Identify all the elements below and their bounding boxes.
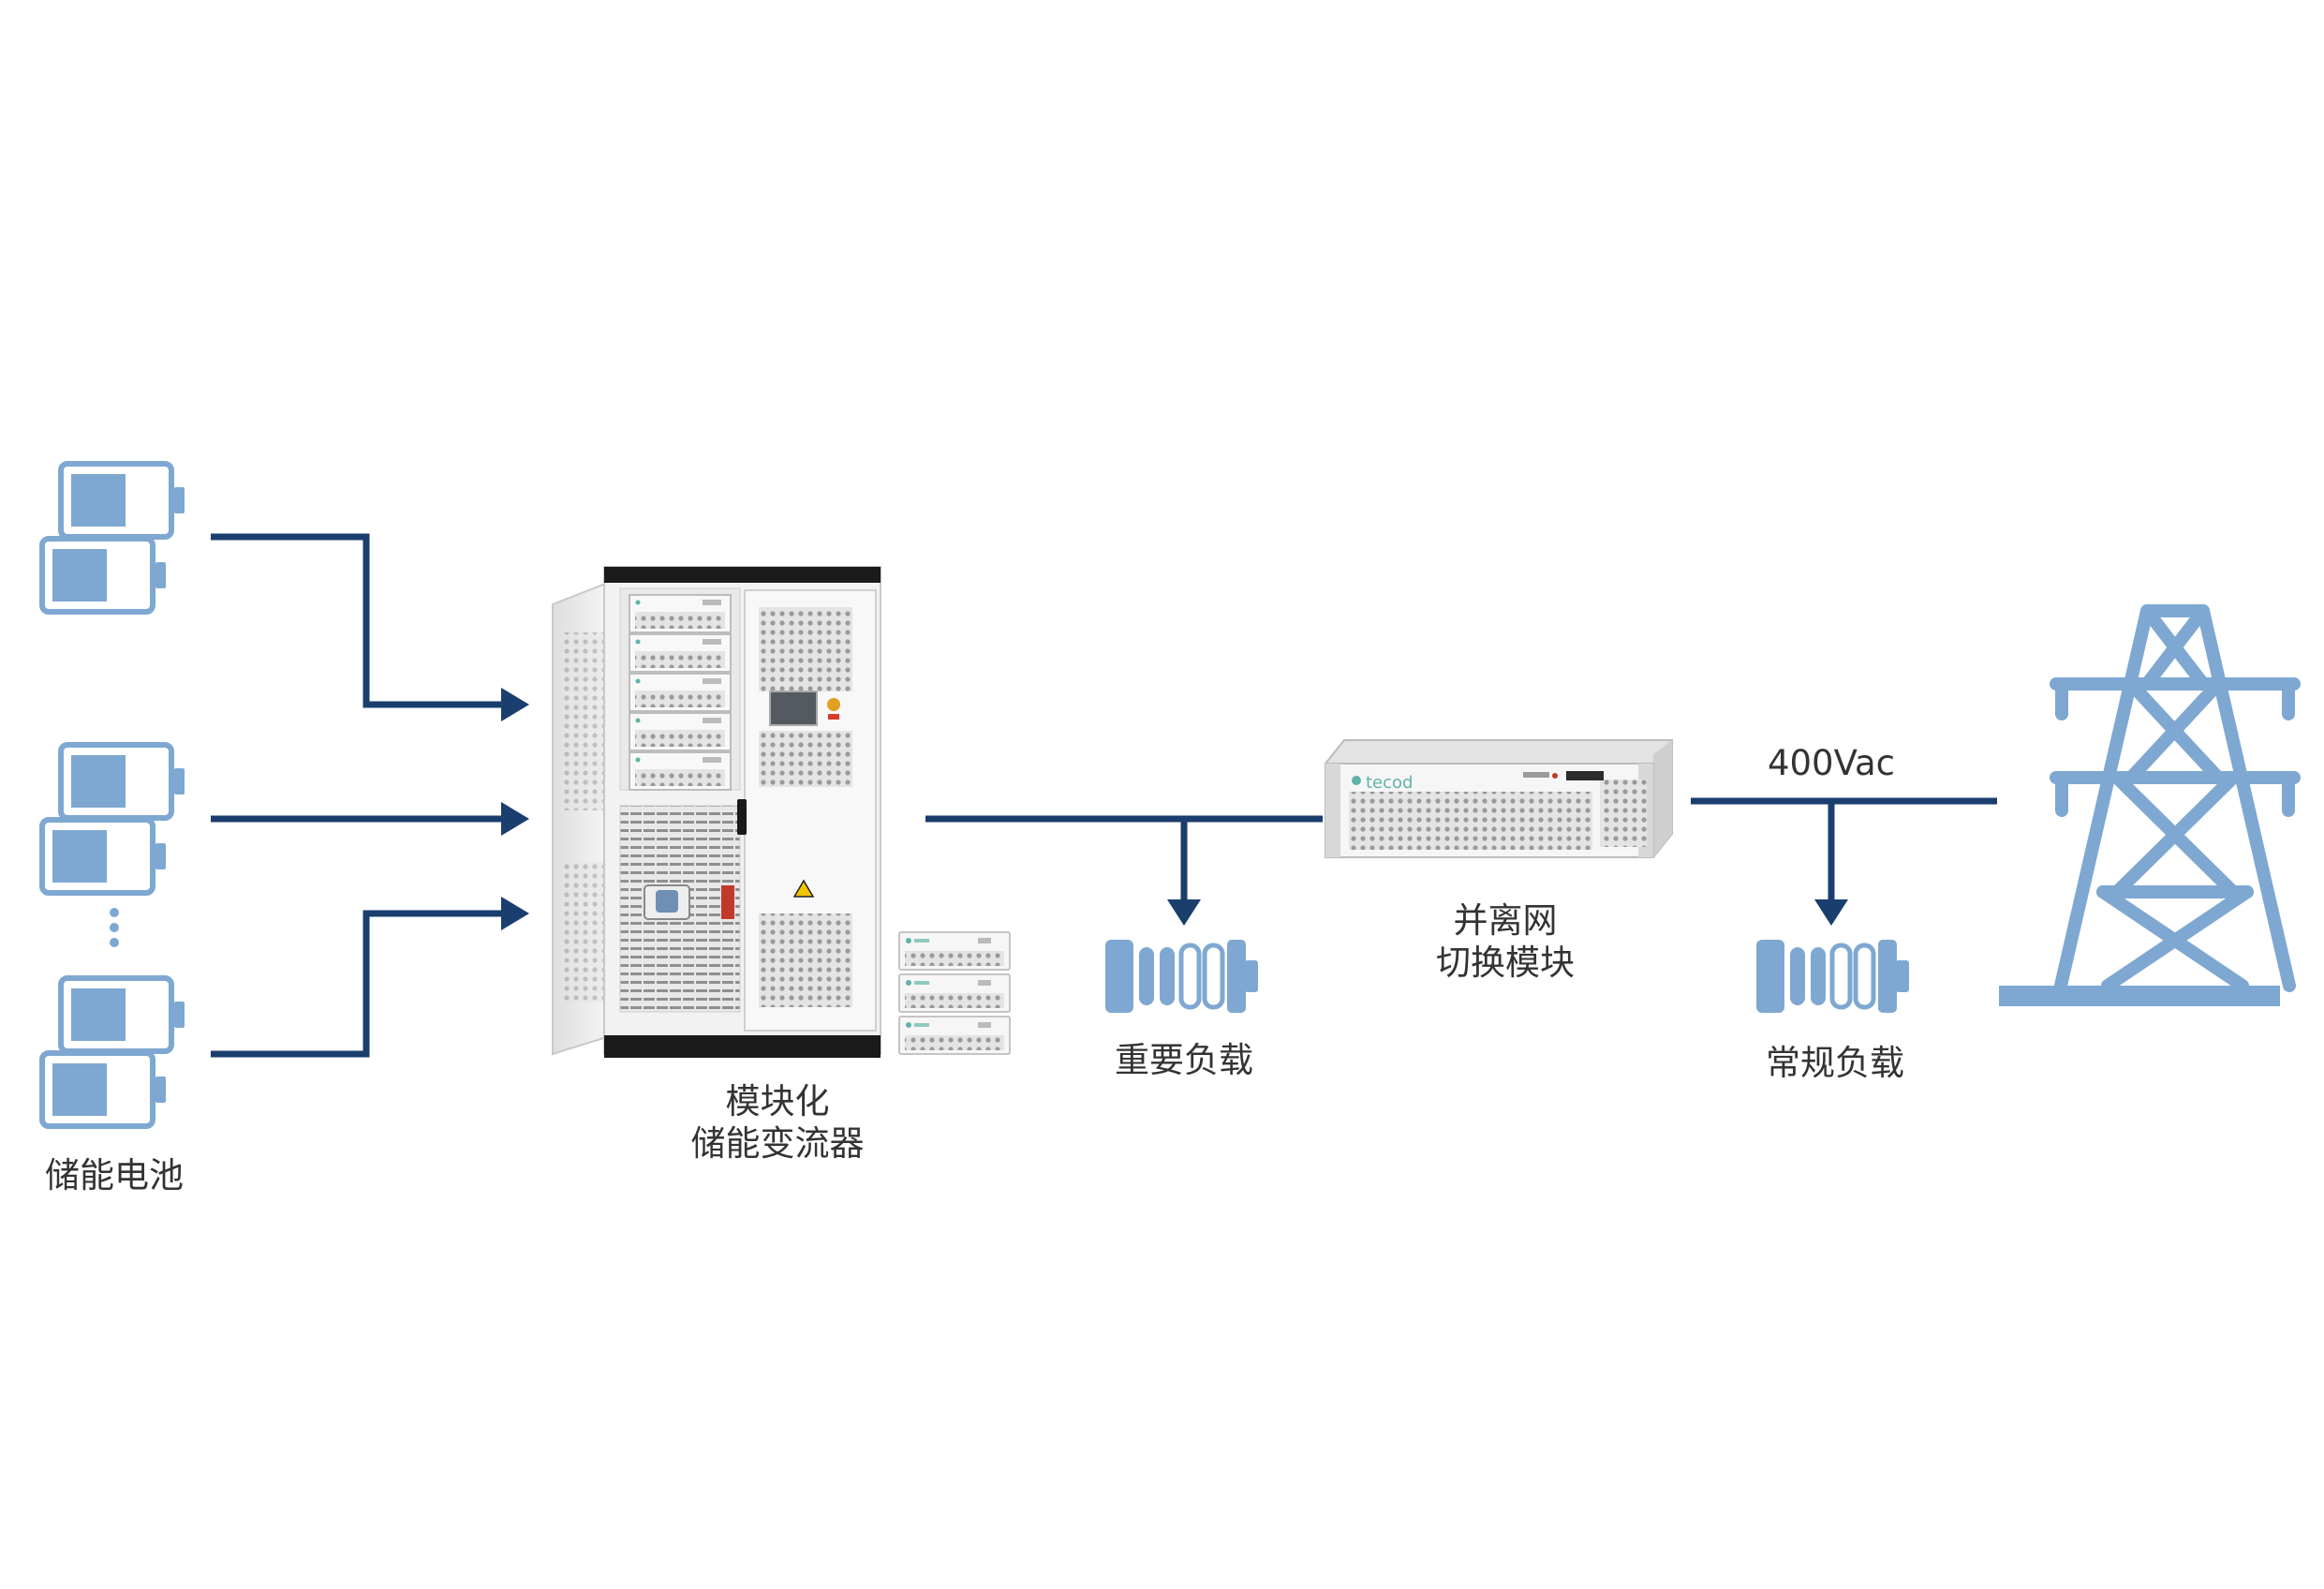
labels: 储能电池 模块化 储能变流器 重要负载 并离网 切换模块 常规负载 400Vac <box>45 743 1904 1195</box>
arrow-head-top <box>501 688 529 721</box>
battery-line-bottom <box>211 910 501 1058</box>
transmission-tower-icon <box>2050 604 2301 992</box>
arrow-head-middle <box>501 802 529 836</box>
pcs-label-line2: 储能变流器 <box>691 1123 865 1164</box>
arrow-head-critical <box>1167 899 1201 926</box>
battery-icon <box>42 464 185 612</box>
storage-cabinet-icon <box>552 566 881 1058</box>
arrow-head-bottom <box>501 897 529 930</box>
voltage-label: 400Vac <box>1768 743 1895 783</box>
tower-ground <box>1999 986 2280 1006</box>
device-brand-logo: tecod <box>1366 773 1413 793</box>
battery-group <box>42 464 185 1126</box>
switch-label-line1: 并离网 <box>1454 900 1558 941</box>
arrow-heads <box>501 688 1848 930</box>
switch-label-line2: 切换模块 <box>1436 943 1575 983</box>
switch-module-icon: tecod <box>1325 739 1673 858</box>
critical-load-icon <box>1105 940 1258 1013</box>
battery-icon <box>42 745 185 893</box>
critical-load-label: 重要负载 <box>1115 1040 1253 1080</box>
connection-lines <box>211 533 1997 1058</box>
battery-label: 储能电池 <box>45 1155 184 1195</box>
battery-line-top <box>211 533 501 708</box>
normal-load-icon <box>1756 940 1909 1013</box>
battery-icon <box>42 978 185 1126</box>
arrow-head-normal <box>1814 899 1848 926</box>
normal-load-label: 常规负载 <box>1766 1043 1904 1083</box>
pcs-module-icon <box>898 931 1011 1055</box>
pcs-label-line1: 模块化 <box>726 1081 830 1121</box>
ellipsis-dots <box>110 908 119 947</box>
